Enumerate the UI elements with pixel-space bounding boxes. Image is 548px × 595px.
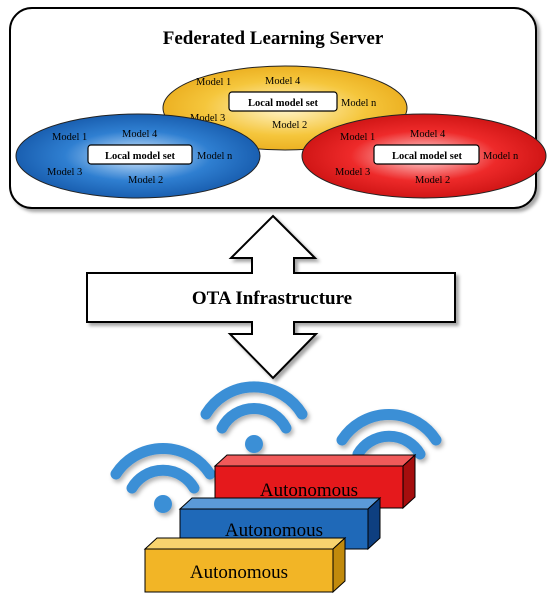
wifi-icon (110, 442, 216, 513)
model-label: Model 1 (52, 132, 87, 143)
local-model-set-label: Local model set (105, 151, 175, 162)
model-label: Model 1 (340, 132, 375, 143)
local-model-set-label: Local model set (248, 98, 318, 109)
model-label: Model 3 (47, 167, 82, 178)
model-label: Model 1 (196, 77, 231, 88)
wifi-icon (200, 381, 308, 453)
vehicle-label: Autonomous (260, 480, 358, 501)
local-model-set-label: Local model set (392, 151, 462, 162)
model-label: Model 2 (272, 120, 307, 131)
ota-infrastructure-label: OTA Infrastructure (192, 288, 352, 309)
model-label: Model 3 (190, 113, 225, 124)
model-cluster-blue: Local model set Model 1 Model 4 Model n … (15, 113, 261, 199)
model-label: Model n (341, 98, 377, 109)
ota-infrastructure-arrow: OTA Infrastructure (86, 214, 456, 380)
autonomous-vehicle-yellow: Autonomous (143, 536, 347, 594)
model-label: Model 3 (335, 167, 370, 178)
model-label: Model n (483, 151, 519, 162)
vehicle-label: Autonomous (190, 562, 288, 583)
model-label: Model n (197, 151, 233, 162)
model-cluster-red: Local model set Model 1 Model 4 Model n … (301, 113, 547, 199)
model-label: Model 4 (265, 76, 301, 87)
model-label: Model 2 (415, 175, 450, 186)
server-title: Federated Learning Server (163, 28, 384, 49)
federated-learning-server: Federated Learning Server Local model se… (9, 7, 547, 209)
model-label: Model 4 (410, 129, 446, 140)
model-label: Model 4 (122, 129, 158, 140)
vehicle-label: Autonomous (225, 520, 323, 541)
model-label: Model 2 (128, 175, 163, 186)
